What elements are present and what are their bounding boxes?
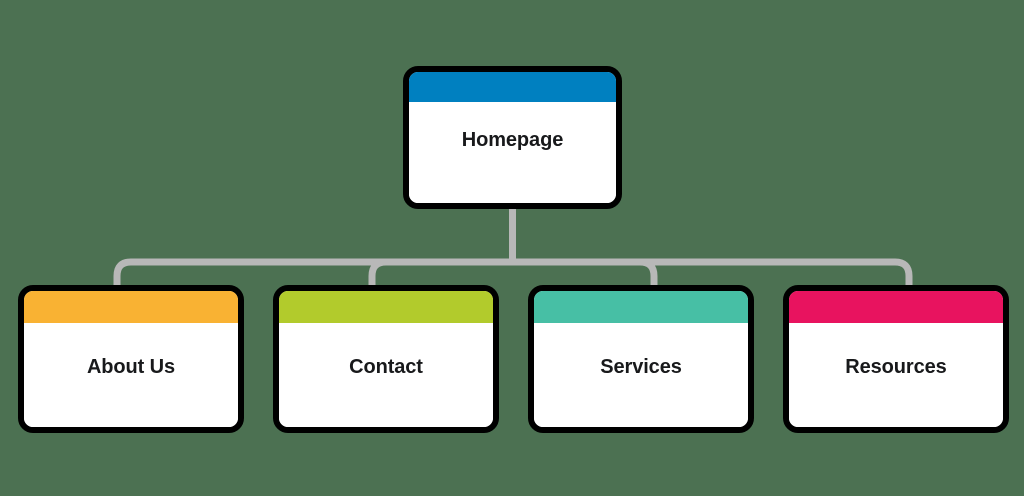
node-resources-body: Resources [789,323,1003,427]
node-homepage-body: Homepage [409,102,616,203]
node-homepage-label: Homepage [461,128,564,151]
node-contact-body: Contact [279,323,493,427]
node-about-us[interactable]: About Us [18,285,244,433]
node-resources[interactable]: Resources [783,285,1009,433]
node-contact-label: Contact [349,356,423,378]
connector-drop-services [626,258,658,287]
node-homepage[interactable]: Homepage [403,66,622,209]
node-about-us-body: About Us [24,323,238,427]
node-homepage-header-band [409,72,616,102]
connector-drop-resources [881,258,913,287]
node-about-us-label: About Us [86,356,176,378]
connector-drop-about-us [113,258,145,287]
node-resources-label: Resources [845,356,947,378]
connector-drop-contact [368,258,400,287]
node-resources-header-band [789,291,1003,323]
node-services-label: Services [600,356,682,378]
node-services-body: Services [534,323,748,427]
node-contact-header-band [279,291,493,323]
node-about-us-header-band [24,291,238,323]
node-contact[interactable]: Contact [273,285,499,433]
node-services[interactable]: Services [528,285,754,433]
node-services-header-band [534,291,748,323]
